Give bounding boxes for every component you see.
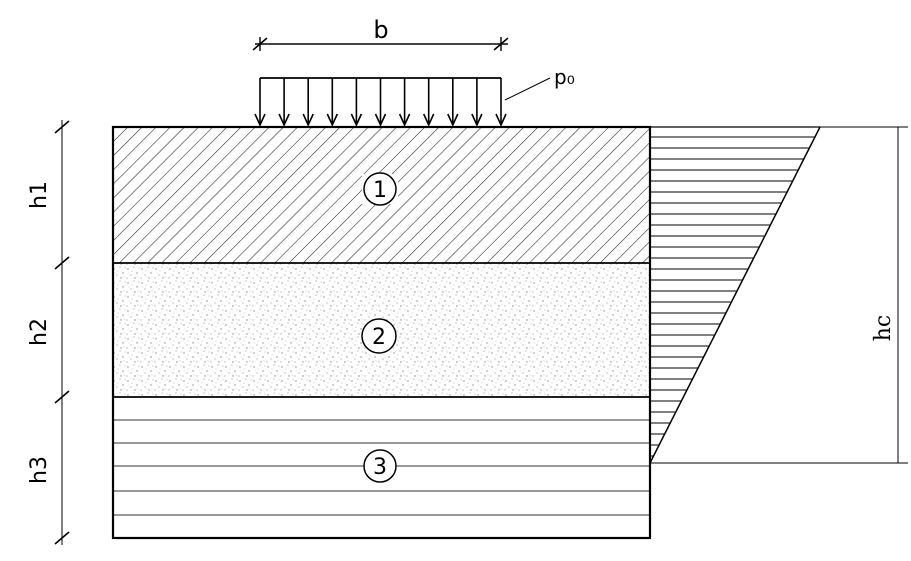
stress-distribution: [649, 126, 821, 464]
load-arrow: [374, 78, 387, 127]
load-arrow: [254, 78, 266, 127]
layer-number-1: 1: [373, 178, 387, 203]
layer-marker-1: 1: [362, 172, 398, 206]
h2-label: h2: [27, 318, 52, 346]
distributed-load: [254, 77, 507, 127]
layer-number-2: 2: [372, 325, 386, 350]
load-arrow: [350, 78, 363, 127]
p0-label: p₀: [554, 65, 575, 89]
thickness-dimension: h1 h2 h3: [27, 120, 70, 545]
load-arrow: [326, 78, 339, 127]
layer-marker-2: 2: [361, 318, 397, 354]
layer-number-3: 3: [373, 455, 387, 480]
h3-label: h3: [27, 456, 52, 484]
load-arrow: [302, 78, 314, 127]
hc-label: hc: [871, 315, 896, 342]
load-arrow: [495, 78, 507, 127]
load-arrow: [447, 78, 459, 127]
load-arrow: [422, 78, 435, 127]
load-arrow: [398, 78, 411, 127]
h1-label: h1: [27, 181, 52, 209]
load-arrow: [471, 78, 483, 127]
layer-marker-3: 3: [363, 449, 397, 483]
b-label: b: [373, 16, 388, 44]
hc-dimension: hc: [650, 126, 908, 464]
p0-callout: p₀: [504, 65, 575, 101]
load-arrow: [278, 78, 290, 127]
width-dimension: b: [252, 16, 509, 51]
